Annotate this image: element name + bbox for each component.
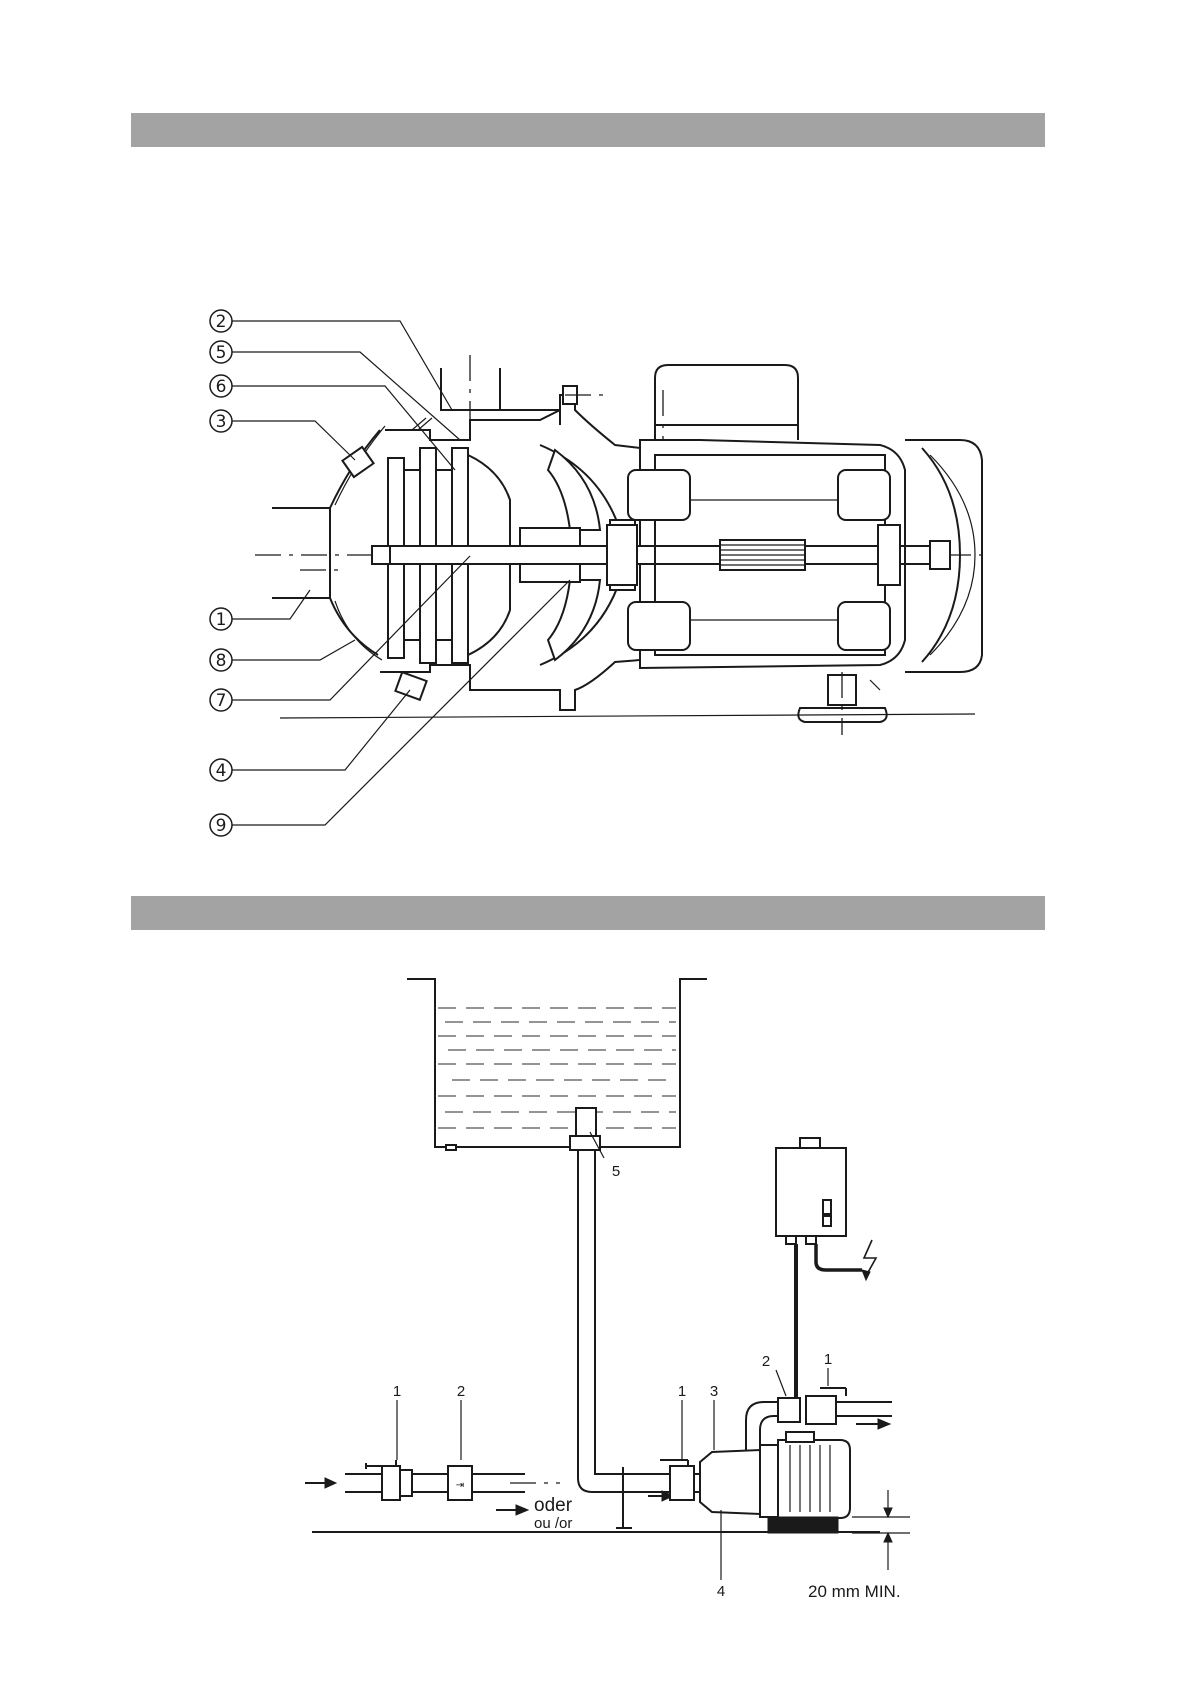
label-drain: 4 xyxy=(717,1583,725,1600)
label-inlet-check: 2 xyxy=(457,1383,465,1400)
callout-5: 5 xyxy=(210,341,232,363)
svg-text:6: 6 xyxy=(216,377,227,397)
svg-text:1: 1 xyxy=(216,610,227,630)
callout-8: 8 xyxy=(210,649,232,671)
callout-1: 1 xyxy=(210,608,232,630)
label-outlet-check: 2 xyxy=(762,1353,770,1370)
callout-7: 7 xyxy=(210,689,232,711)
arrow-right-icon xyxy=(856,1419,890,1429)
label-clearance: 20 mm MIN. xyxy=(808,1582,901,1601)
arrow-right-icon xyxy=(496,1505,528,1515)
label-pump-inlet: 3 xyxy=(710,1383,718,1400)
callout-badges: 2 5 6 3 1 8 7 4 xyxy=(210,310,232,836)
svg-text:4: 4 xyxy=(216,761,227,781)
label-ou-or: ou /or xyxy=(534,1515,572,1532)
callout-4: 4 xyxy=(210,759,232,781)
svg-text:5: 5 xyxy=(216,343,227,363)
callout-9: 9 xyxy=(210,814,232,836)
callout-3: 3 xyxy=(210,410,232,432)
label-oder: oder xyxy=(534,1495,573,1516)
water-tank xyxy=(407,979,707,1150)
label-tank-foot: 5 xyxy=(612,1163,620,1180)
svg-text:9: 9 xyxy=(216,816,227,836)
svg-text:2: 2 xyxy=(216,312,227,332)
installation-diagram: ⇥ xyxy=(305,979,910,1601)
svg-text:⇥: ⇥ xyxy=(456,1480,464,1491)
pump xyxy=(700,1432,850,1533)
pump-cross-section xyxy=(255,355,990,735)
callout-2: 2 xyxy=(210,310,232,332)
pressure-controller xyxy=(776,1138,862,1398)
lightning-icon xyxy=(862,1240,876,1280)
label-inlet-valve: 1 xyxy=(393,1383,401,1400)
callout-6: 6 xyxy=(210,375,232,397)
label-pump-valve: 1 xyxy=(678,1383,686,1400)
arrow-right-icon xyxy=(305,1478,336,1488)
impeller-stages xyxy=(388,418,510,663)
svg-text:3: 3 xyxy=(216,412,227,432)
label-outlet-valve: 1 xyxy=(824,1351,832,1368)
svg-text:8: 8 xyxy=(216,651,227,671)
svg-text:7: 7 xyxy=(216,691,227,711)
